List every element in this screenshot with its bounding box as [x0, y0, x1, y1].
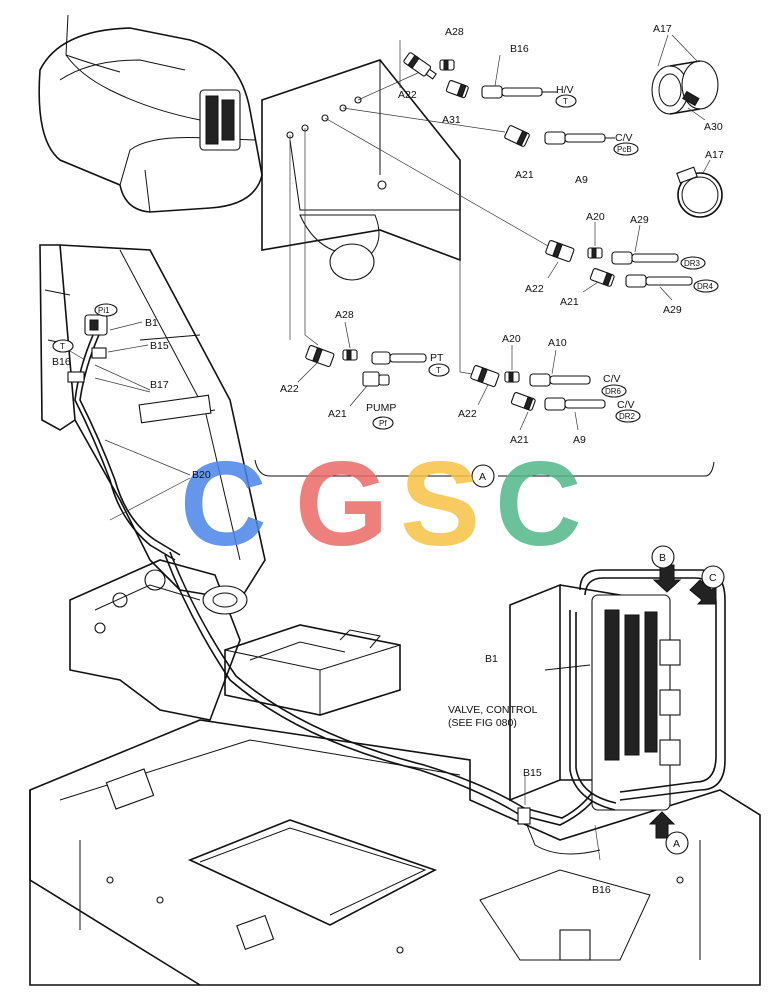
label-pf: Pf	[379, 419, 387, 428]
label-pcb: PcB	[617, 145, 632, 154]
label-a22-low: A22	[458, 408, 477, 420]
pipe-routing	[164, 551, 601, 855]
fittings-top	[403, 52, 615, 147]
label-a17-b: A17	[705, 149, 724, 161]
upper-frame	[29, 719, 761, 986]
label-hv: H/V	[556, 84, 574, 96]
label-a20-mid: A20	[586, 211, 605, 223]
label-detail-a-bottom: A	[673, 838, 680, 850]
control-valve	[509, 564, 726, 861]
label-a21-top: A21	[515, 169, 534, 181]
label-b1-left: B1	[145, 317, 158, 329]
label-cv-a: C/V	[603, 373, 621, 385]
label-a22-mid: A22	[525, 283, 544, 295]
label-a9-low: A9	[573, 434, 586, 446]
label-pi1: Pi1	[98, 306, 110, 315]
label-pt: PT	[430, 352, 444, 364]
fittings-pump	[297, 321, 427, 407]
port-ovals	[52, 94, 725, 855]
label-t-top: T	[563, 97, 568, 106]
label-a21-mid: A21	[560, 296, 579, 308]
label-a21-low: A21	[510, 434, 529, 446]
watermark-letter-1: C	[180, 437, 267, 571]
label-dr3: DR3	[684, 259, 701, 268]
label-a20-low: A20	[502, 333, 521, 345]
label-a31: A31	[442, 114, 461, 126]
label-a29-a: A29	[630, 214, 649, 226]
label-a28-top: A28	[445, 26, 464, 38]
label-a29-b: A29	[663, 304, 682, 316]
label-b16-top: B16	[510, 43, 529, 55]
label-a30: A30	[704, 121, 723, 133]
cab-assembly	[38, 14, 263, 213]
label-a21-left: A21	[328, 408, 347, 420]
boom-hoses	[59, 314, 191, 561]
label-b1-right: B1	[485, 653, 498, 665]
label-a9-top: A9	[575, 174, 588, 186]
label-b17: B17	[150, 379, 169, 391]
label-b15-right: B15	[523, 767, 542, 779]
boom-bracket	[69, 559, 248, 721]
label-b15-left: B15	[150, 340, 169, 352]
label-pump: PUMP	[366, 402, 396, 414]
label-t-left: T	[60, 342, 65, 351]
label-b20: B20	[192, 469, 211, 481]
label-cv-top: C/V	[615, 132, 633, 144]
label-a22-top: A22	[398, 89, 417, 101]
callout-labels: A28 B16 A22 A31 H/V T A17 A30 A17 A21 C/…	[52, 23, 724, 896]
watermark: C G S C	[180, 437, 582, 571]
label-detail-b: B	[659, 552, 666, 564]
battery-box	[224, 624, 401, 716]
label-t-pt: T	[436, 366, 441, 375]
watermark-letter-3: S	[400, 437, 480, 571]
mounting-plate	[261, 59, 461, 281]
label-a28-mid: A28	[335, 309, 354, 321]
label-b16-left: B16	[52, 356, 71, 368]
label-detail-a-top: A	[479, 471, 486, 483]
watermark-letter-2: G	[295, 437, 388, 571]
label-b16-bottom: B16	[592, 884, 611, 896]
label-dr6: DR6	[605, 387, 622, 396]
label-detail-c: C	[709, 572, 717, 584]
label-a10: A10	[548, 337, 567, 349]
label-a17-a: A17	[653, 23, 672, 35]
fittings-mid	[545, 222, 693, 301]
clamp-a17	[651, 34, 723, 218]
label-dr2: DR2	[619, 412, 636, 421]
label-cv-b: C/V	[617, 399, 635, 411]
fittings-lower	[470, 345, 606, 431]
label-valve-line2: (SEE FIG 080)	[448, 717, 517, 729]
label-dr4: DR4	[697, 282, 714, 291]
label-a22-left: A22	[280, 383, 299, 395]
watermark-letter-4: C	[495, 437, 582, 571]
leader-lines-top	[289, 40, 556, 376]
label-valve-line1: VALVE, CONTROL	[448, 704, 538, 716]
detail-a-bracket	[254, 459, 715, 488]
